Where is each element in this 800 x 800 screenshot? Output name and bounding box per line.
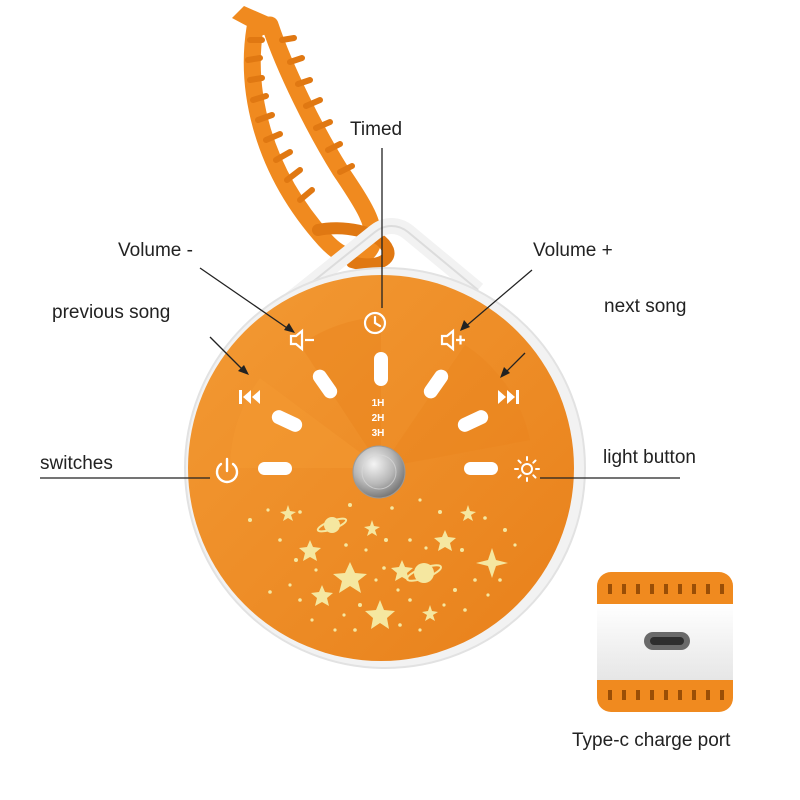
label-timed: Timed xyxy=(350,119,403,140)
power-icon[interactable] xyxy=(215,457,239,484)
fast-forward-icon[interactable] xyxy=(498,390,519,404)
label-next-song: next song xyxy=(604,296,687,317)
volume-up-icon[interactable] xyxy=(440,328,465,352)
usb-c-port-icon xyxy=(644,632,690,650)
timer-option-1h: 1H xyxy=(372,398,385,409)
label-previous-song: previous song xyxy=(52,302,171,323)
charge-port-closeup xyxy=(597,572,733,712)
silicone-strap xyxy=(232,6,395,271)
volume-down-icon[interactable] xyxy=(289,328,314,352)
timer-option-2h: 2H xyxy=(372,413,385,424)
sun-icon[interactable] xyxy=(514,456,540,482)
rewind-icon[interactable] xyxy=(239,390,260,404)
clock-icon[interactable] xyxy=(363,311,387,335)
callout-lines xyxy=(40,148,680,479)
label-charge-port: Type-c charge port xyxy=(572,730,731,751)
center-knob[interactable] xyxy=(352,445,406,499)
timer-option-3h: 3H xyxy=(372,428,385,439)
star-pattern xyxy=(248,498,517,632)
indicator-slots xyxy=(258,352,498,475)
label-switches: switches xyxy=(40,453,113,474)
label-volume-down: Volume - xyxy=(118,240,193,261)
label-volume-up: Volume + xyxy=(533,240,613,261)
callout-arrowheads xyxy=(238,320,510,378)
label-light-button: light button xyxy=(603,447,696,468)
